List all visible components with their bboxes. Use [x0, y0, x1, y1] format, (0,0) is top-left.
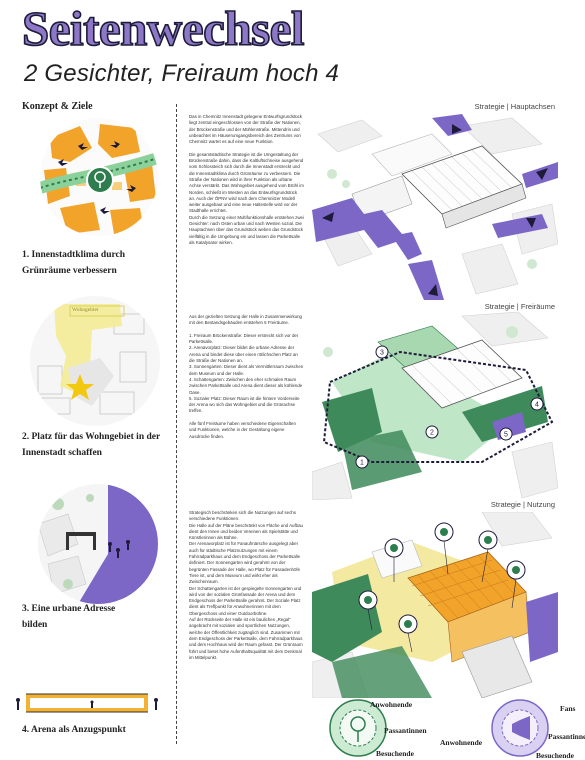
page-subtitle: 2 Gesichter, Freiraum hoch 4: [24, 60, 340, 87]
legend-purple-fans: Fans: [560, 704, 576, 713]
freiraum-marker-4: 4: [535, 402, 539, 409]
concept-diagram-climate: [40, 118, 158, 236]
legend-green-besuchende: Besuchende: [376, 749, 414, 758]
concept-diagram-urban-address: [38, 484, 158, 604]
concept-diagram-housing: [30, 296, 160, 426]
legend-purple-anwohnende: Anwohnende: [440, 738, 483, 747]
concept-caption-3: 3. Eine urbane Adresse bilden: [22, 604, 116, 630]
legend-green-anwohnende: Anwohnende: [370, 700, 413, 709]
text-block-freiraeume: Aus der gezielten Setzung der Halle in Z…: [189, 314, 304, 439]
axo-nutzung: [311, 511, 558, 699]
strategy-label-nutzung: Strategie | Nutzung: [490, 500, 555, 509]
strategy-label-freiraeume: Strategie | Freiräume: [484, 302, 555, 311]
arena-section-drawing: [12, 688, 162, 718]
concept-caption-1: 1. Innenstadtklima durch Grünräume verbe…: [22, 250, 126, 276]
section-title-konzept: Konzept & Ziele: [22, 101, 93, 112]
map-tag-wohngebiet: Wohngebiet: [72, 307, 99, 313]
freiraum-marker-5: 5: [504, 432, 508, 439]
axo-hauptachsen: [312, 114, 559, 300]
freiraum-marker-3: 3: [380, 350, 384, 357]
text-block-nutzung: Strategisch beschränken sich die Nutzung…: [189, 510, 303, 660]
text-block-hauptachsen: Das in Chemnitz Innenstadt gelegene Entw…: [189, 114, 304, 245]
column-divider: [176, 104, 177, 744]
legend-green-passantinnen: Passantinnen: [384, 726, 427, 735]
strategy-label-hauptachsen: Strategie | Hauptachsen: [474, 102, 555, 111]
legend-purple-besuchende: Besuchende: [536, 751, 574, 760]
concept-caption-4: 4. Arena als Anzugspunkt: [22, 725, 126, 735]
legend-purple-passantinnen: Passantinnen: [548, 732, 585, 741]
freiraum-marker-2: 2: [430, 430, 434, 437]
axo-freiraeume: 1 2 3 4 5: [311, 311, 559, 501]
legend-green-ring: [328, 698, 388, 758]
legend-purple-ring: [490, 698, 550, 758]
freiraum-marker-1: 1: [360, 460, 364, 467]
page-title: Seitenwechsel: [21, 1, 305, 56]
concept-caption-2: 2. Platz für das Wohngebiet in der Innen…: [22, 432, 161, 458]
